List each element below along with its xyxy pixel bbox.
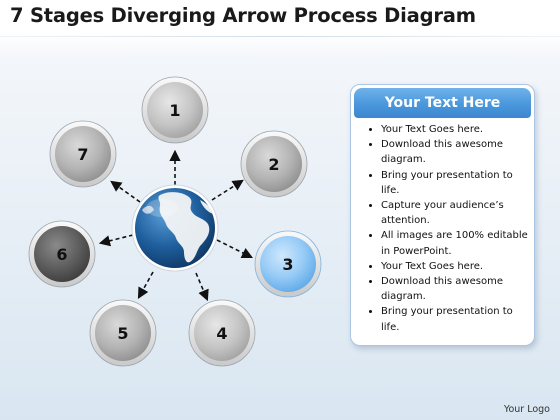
stage-3[interactable]: 3 <box>254 230 322 298</box>
bullet-list: Your Text Goes here. Download this aweso… <box>351 122 534 335</box>
title-divider <box>0 36 560 37</box>
stage-2-label: 2 <box>268 155 279 174</box>
globe-icon <box>131 184 219 272</box>
list-item: Capture your audience’s attention. <box>381 198 528 228</box>
panel-heading: Your Text Here <box>354 88 531 118</box>
list-item: Download this awesome diagram. <box>381 274 528 304</box>
arrow-to-stage-3 <box>216 239 254 259</box>
stage-3-label: 3 <box>282 255 293 274</box>
stage-6[interactable]: 6 <box>28 220 96 288</box>
stage-1[interactable]: 1 <box>141 76 209 144</box>
arrow-to-stage-5 <box>137 271 154 299</box>
diverging-arrows <box>98 149 254 302</box>
arrow-to-stage-2 <box>211 179 244 201</box>
list-item: Your Text Goes here. <box>381 122 528 137</box>
text-panel: Your Text Here Your Text Goes here. Down… <box>350 84 535 346</box>
stage-5-label: 5 <box>117 324 128 343</box>
logo-text: Your Logo <box>503 404 550 415</box>
arrow-to-stage-6 <box>98 234 134 247</box>
list-item: All images are 100% editable in PowerPoi… <box>381 228 528 258</box>
list-item: Bring your presentation to life. <box>381 168 528 198</box>
list-item: Bring your presentation to life. <box>381 304 528 334</box>
stage-5[interactable]: 5 <box>89 299 157 367</box>
stage-6-label: 6 <box>56 245 67 264</box>
stage-7[interactable]: 7 <box>49 120 117 188</box>
list-item: Download this awesome diagram. <box>381 137 528 167</box>
list-item: Your Text Goes here. <box>381 259 528 274</box>
arrow-to-stage-4 <box>195 272 209 302</box>
stage-2[interactable]: 2 <box>240 130 308 198</box>
page-title: 7 Stages Diverging Arrow Process Diagram <box>10 4 476 27</box>
arrow-to-stage-7 <box>110 180 141 203</box>
stage-1-label: 1 <box>169 101 180 120</box>
stage-4[interactable]: 4 <box>188 299 256 367</box>
stage-7-label: 7 <box>77 145 88 164</box>
stage-4-label: 4 <box>216 324 227 343</box>
